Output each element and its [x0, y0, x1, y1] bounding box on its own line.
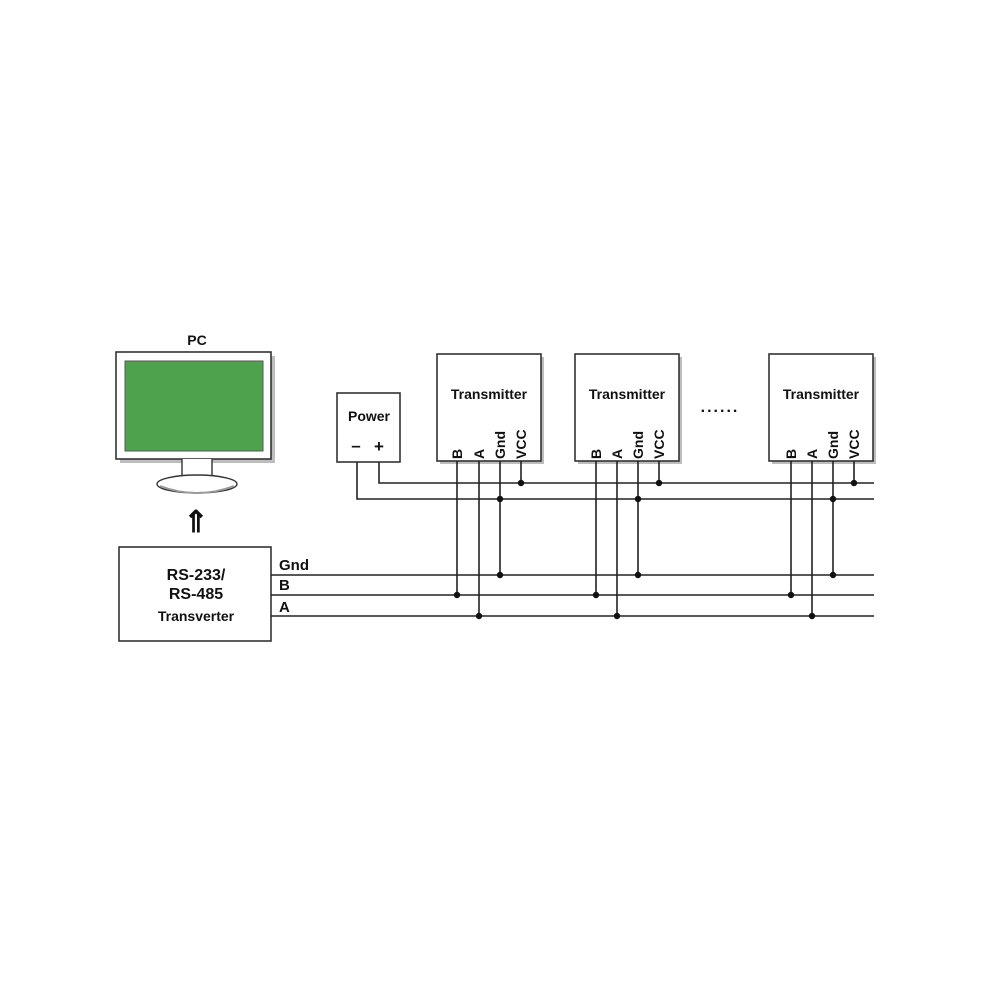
power-label: Power — [348, 408, 391, 424]
transmitter-2-title: Transmitter — [589, 386, 666, 402]
rs485-converter: RS-233/ RS-485 Transverter — [118, 546, 272, 642]
converter-line3: Transverter — [158, 608, 235, 624]
transmitter-2-junction-a — [613, 612, 621, 620]
transmitter-3-junction-a — [808, 612, 816, 620]
bus-gnd-label: Gnd — [279, 557, 309, 574]
transmitter-3-pin-a: A — [804, 449, 820, 459]
transmitter-2-pin-gnd: Gnd — [630, 431, 646, 459]
transmitter-1-junction-b — [453, 591, 461, 599]
transmitter-2-junction-b — [592, 591, 600, 599]
transmitter-2-box — [574, 353, 680, 462]
transmitter-1-junction-a — [475, 612, 483, 620]
double-arrow-up-icon: ⇑ — [183, 506, 208, 539]
power-box — [336, 392, 401, 463]
transmitter-1-title: Transmitter — [451, 386, 528, 402]
converter-line2: RS-485 — [169, 586, 223, 603]
transmitter-2-pin-a: A — [609, 449, 625, 459]
transmitter-1-junction-power-minus — [496, 495, 504, 503]
transmitter-1: Transmitter B A Gnd VCC — [436, 353, 544, 620]
transmitter-3-junction-vcc — [850, 479, 858, 487]
transmitter-2-pin-b: B — [588, 449, 604, 459]
transmitter-1-pin-b: B — [449, 449, 465, 459]
transmitter-3-junction-power-minus — [829, 495, 837, 503]
bus-b-label: B — [279, 577, 290, 594]
transmitter-3: Transmitter B A Gnd VCC — [768, 353, 876, 620]
monitor-stand — [156, 474, 238, 494]
converter-box — [118, 546, 272, 642]
transmitter-3-junction-gnd — [829, 571, 837, 579]
transmitter-1-junction-gnd — [496, 571, 504, 579]
transmitter-3-pin-b: B — [783, 449, 799, 459]
power-minus-wire — [356, 462, 874, 500]
power-supply: Power – + — [336, 392, 401, 463]
monitor-screen — [124, 360, 264, 452]
more-transmitters-ellipsis: ...... — [701, 399, 740, 416]
transmitter-1-pin-a: A — [471, 449, 487, 459]
transmitter-1-junction-vcc — [517, 479, 525, 487]
transmitter-2-junction-power-minus — [634, 495, 642, 503]
transmitter-2-junction-vcc — [655, 479, 663, 487]
power-plus-wire — [378, 462, 874, 484]
power-minus-label: – — [351, 436, 360, 455]
transmitter-2: Transmitter B A Gnd VCC — [574, 353, 682, 620]
converter-line1: RS-233/ — [167, 567, 226, 584]
transmitter-1-pin-vcc: VCC — [513, 429, 529, 459]
transmitter-3-title: Transmitter — [783, 386, 860, 402]
transmitter-2-pin-vcc: VCC — [651, 429, 667, 459]
pc-label: PC — [187, 332, 206, 348]
transmitter-3-box — [768, 353, 874, 462]
transmitter-1-pin-gnd: Gnd — [492, 431, 508, 459]
transmitter-1-box — [436, 353, 542, 462]
transmitter-2-junction-gnd — [634, 571, 642, 579]
transmitter-3-pin-gnd: Gnd — [825, 431, 841, 459]
pc-monitor: PC — [115, 332, 275, 494]
transmitter-3-pin-vcc: VCC — [846, 429, 862, 459]
monitor-stand-shade — [159, 485, 235, 494]
power-plus-label: + — [374, 437, 384, 456]
bus-a-label: A — [279, 599, 290, 616]
transmitter-3-junction-b — [787, 591, 795, 599]
